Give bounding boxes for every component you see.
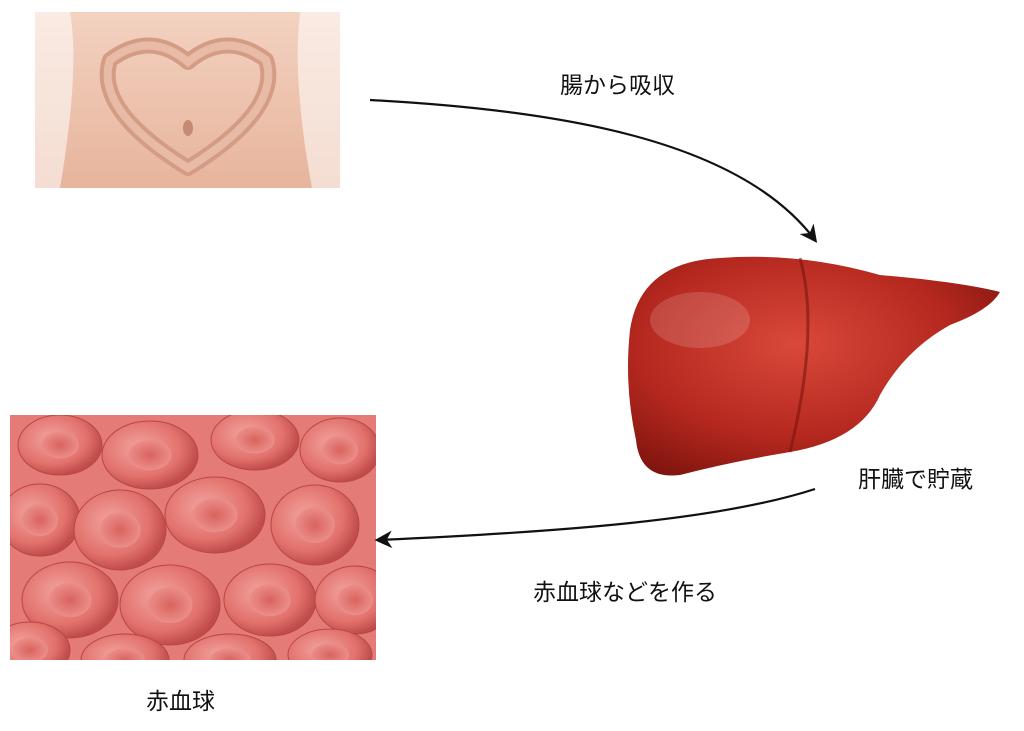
liver-illustration xyxy=(628,256,1000,476)
label-produce: 赤血球などを作る xyxy=(533,580,717,606)
red-blood-cell-center xyxy=(48,582,92,618)
red-blood-cell-center xyxy=(322,435,358,465)
red-blood-cell-center xyxy=(249,583,291,617)
red-blood-cell-center xyxy=(12,637,48,660)
red-blood-cell xyxy=(183,633,277,660)
red-blood-cell-center xyxy=(99,512,141,548)
red-blood-cell-center xyxy=(311,643,349,660)
belly-photo xyxy=(35,12,340,188)
red-blood-cell-center xyxy=(22,503,58,537)
label-store: 肝臓で貯蔵 xyxy=(858,467,973,493)
red-blood-cell-center xyxy=(337,584,373,616)
label-absorb: 腸から吸収 xyxy=(560,73,675,99)
red-blood-cell-center xyxy=(105,648,145,660)
red-blood-cell-center xyxy=(192,497,238,533)
red-blood-cell-center xyxy=(295,507,335,543)
red-blood-cells-photo xyxy=(10,415,376,660)
red-blood-cell-center xyxy=(147,587,193,623)
red-blood-cell-center xyxy=(128,439,172,471)
red-blood-cell-center xyxy=(235,426,275,454)
label-rbc: 赤血球 xyxy=(146,689,215,715)
arrow-produce xyxy=(374,487,816,549)
red-blood-cell-center xyxy=(41,431,79,459)
red-blood-cell xyxy=(80,633,170,660)
red-blood-cell-center xyxy=(209,648,251,660)
arrow-absorb xyxy=(369,98,818,243)
